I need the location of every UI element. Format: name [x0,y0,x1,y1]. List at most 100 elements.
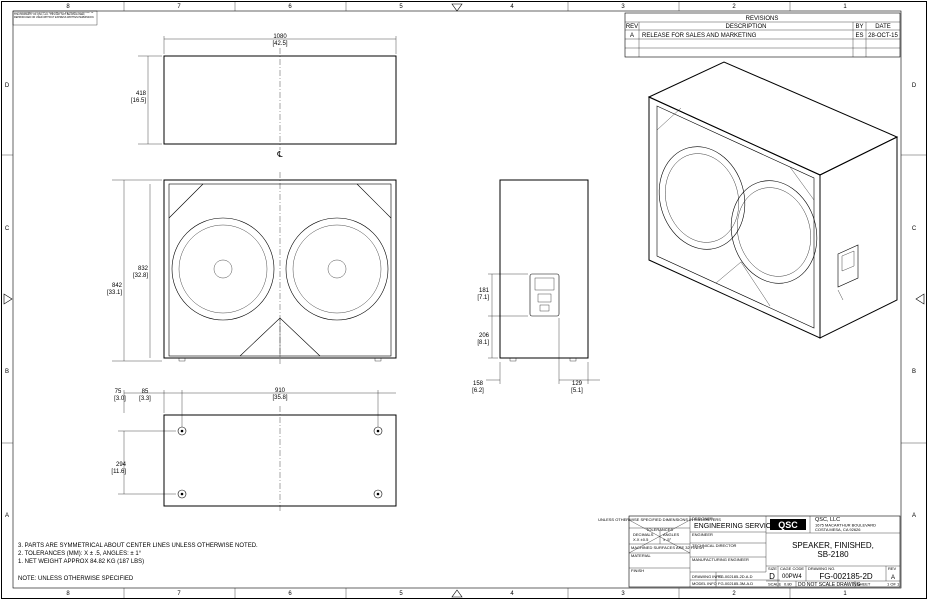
drawing-no-value: FG-002185-2D [819,572,873,581]
row-label: C [912,226,917,232]
by-header: BY [855,24,863,30]
sheet-value: 1 OF 1 [887,582,900,587]
col-label: 3 [621,4,625,10]
col-label: 1 [843,4,847,10]
right-woofer-cone [292,224,382,314]
right-woofer-dustcap [327,259,347,279]
note-item: 1. NET WEIGHT APPROX 84.82 KG (187 LBS) [18,559,144,565]
right-woofer-outer [285,217,389,321]
description-header: DESCRIPTION [725,24,766,30]
by-cell: ES [855,33,863,39]
drawing-no-label: DRAWING NO. [808,566,835,571]
notes-footer: NOTE: UNLESS OTHERWISE SPECIFIED [18,576,134,582]
col-label: 2 [732,4,736,10]
dim-top-width: 1080 [273,34,287,40]
row-label: A [5,513,9,519]
col-label: 2 [732,591,736,597]
proprietary-note: THIS DOCUMENT CONTAINS PROPRIETARY INFOR… [14,11,95,20]
row-label: A [912,513,916,519]
center-arrow-left [3,293,13,305]
revisions-title: REVISIONS [746,16,779,22]
dim-side-left: 158 [473,381,484,387]
iso-left-woofer [658,146,746,250]
company-name: QSC, LLC [815,517,840,523]
tolerances-label: TOLERANCES [646,527,673,532]
center-arrow-right [915,293,925,305]
dim-side-lower-in: [8.1] [477,340,489,346]
row-label: D [912,83,917,89]
col-label: 6 [288,591,292,597]
drawing-info-label: DRAWING INFO [692,574,722,579]
note-item: 3. PARTS ARE SYMMETRICAL ABOUT CENTER LI… [18,543,258,549]
row-labels: D C B A D C B A [5,83,917,519]
engineer-label: ENGINEER [692,532,713,537]
col-label: 1 [843,591,847,597]
drawing-info-value: FG-002185-2D.A.D [718,574,753,579]
size-value: D [769,572,775,581]
top-view: ℄ 1080 [42.5] 418 [16.5] [131,34,397,159]
rev-label: REV [888,566,897,571]
col-label: 8 [66,4,70,10]
designer-label: DESIGNER [692,516,713,521]
left-woofer-cone [178,224,268,314]
tolerance-cell: ± .5° [663,537,672,542]
dim-side-right: 129 [572,381,583,387]
dim-bottom-d: 294 [116,462,127,468]
center-arrow-bottom [451,589,463,598]
proprietary-box [12,10,98,26]
centerline-symbol: ℄ [276,150,283,159]
front-view: 842 [33.1] 832 [32.8] [107,172,397,364]
dim-side-lower: 206 [479,333,490,339]
material-label: MATERIAL [631,553,651,558]
dim-bottom-c-in: [35.8] [272,395,287,401]
side-view: 181 [7.1] 206 [8.1] 158 [6.2] 129 [5.1] [472,179,600,394]
company-address2: COSTA MESA, CA 92626 [815,527,861,532]
col-label: 6 [288,4,292,10]
dim-side-left-in: [6.2] [472,388,484,394]
scale-value: 0.80 [784,582,793,587]
rev-cell: A [630,33,634,39]
tolerance-cell: ANGLES [663,532,680,537]
left-woofer-dustcap [213,259,233,279]
unless-note-line: UNLESS OTHERWISE SPECIFIED DIMENSIONS IN… [598,517,721,522]
date-header: DATE [875,24,891,30]
drawing-title: SPEAKER, FINISHED, [792,541,874,550]
mounting-point [177,426,187,436]
rev-value: A [891,575,895,581]
row-label: C [5,226,10,232]
dim-top-height-in: [16.5] [131,98,146,104]
note-item: 2. TOLERANCES (MM): X ± .5, ANGLES: ± 1° [18,551,142,557]
mounting-point [373,489,383,499]
mfg-engineer-label: MANUFACTURING ENGINEER [692,557,749,562]
left-woofer-outer [171,217,275,321]
qsc-logo: QSC [778,520,798,530]
description-cell: RELEASE FOR SALES AND MARKETING [642,33,757,39]
inner-frame [12,10,902,589]
date-cell: 28-OCT-15 [868,33,898,39]
bottom-view: 75 [3.0] 85 [3.3] 910 [35.8] 294 [11.6] [111,388,397,512]
row-label: D [5,83,10,89]
dim-bottom-d-in: [11.6] [111,469,126,475]
model-info-label: MODEL INFO [692,581,717,586]
dim-front-height-inner: 832 [138,266,149,272]
col-label: 4 [510,4,514,10]
company-address1: 1675 MACARTHUR BOULEVARD [815,523,876,528]
dim-top-width-in: [42.5] [272,41,287,47]
proprietary-note-wrap: THIS DOCUMENT CONTAINS PROPRIETARY INFOR… [14,11,95,20]
revisions-table: REVISIONS REV DESCRIPTION BY DATE A RELE… [624,12,901,58]
amp-panel [529,273,560,317]
dim-front-height-outer: 842 [112,283,123,289]
tolerance-cell: X.X ±0.5 [633,537,649,542]
tech-director-label: TECHNICAL DIRECTOR [692,543,737,548]
tolerance-cell: DECIMALS [633,532,654,537]
dim-front-height-inner-in: [32.8] [133,273,148,279]
scale-label: SCALE [768,582,781,587]
drawing-subtitle: SB-2180 [817,550,849,559]
size-label: SIZE [768,566,777,571]
row-label: B [912,369,916,375]
dim-bottom-a: 75 [115,389,122,395]
title-block: UNLESS OTHERWISE SPECIFIED DIMENSIONS IN… [598,515,901,588]
